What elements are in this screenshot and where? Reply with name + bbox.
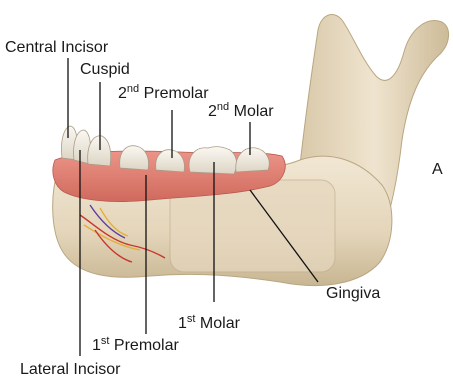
label-cuspid: Cuspid: [80, 62, 130, 78]
tooth-first-molar: [189, 147, 237, 174]
tooth-cuspid: [88, 136, 111, 166]
label-panel-letter: A: [432, 162, 443, 178]
label-second-premolar: 2nd Premolar: [118, 86, 209, 102]
tooth-second-molar: [236, 148, 270, 172]
label-gingiva: Gingiva: [326, 286, 380, 302]
label-second-molar: 2nd Molar: [208, 104, 274, 120]
tooth-first-premolar: [120, 146, 149, 170]
label-first-molar: 1st Molar: [178, 316, 240, 332]
label-first-premolar: 1st Premolar: [92, 338, 179, 354]
label-lateral-incisor: Lateral Incisor: [20, 362, 121, 378]
label-central-incisor: Central Incisor: [5, 40, 108, 56]
